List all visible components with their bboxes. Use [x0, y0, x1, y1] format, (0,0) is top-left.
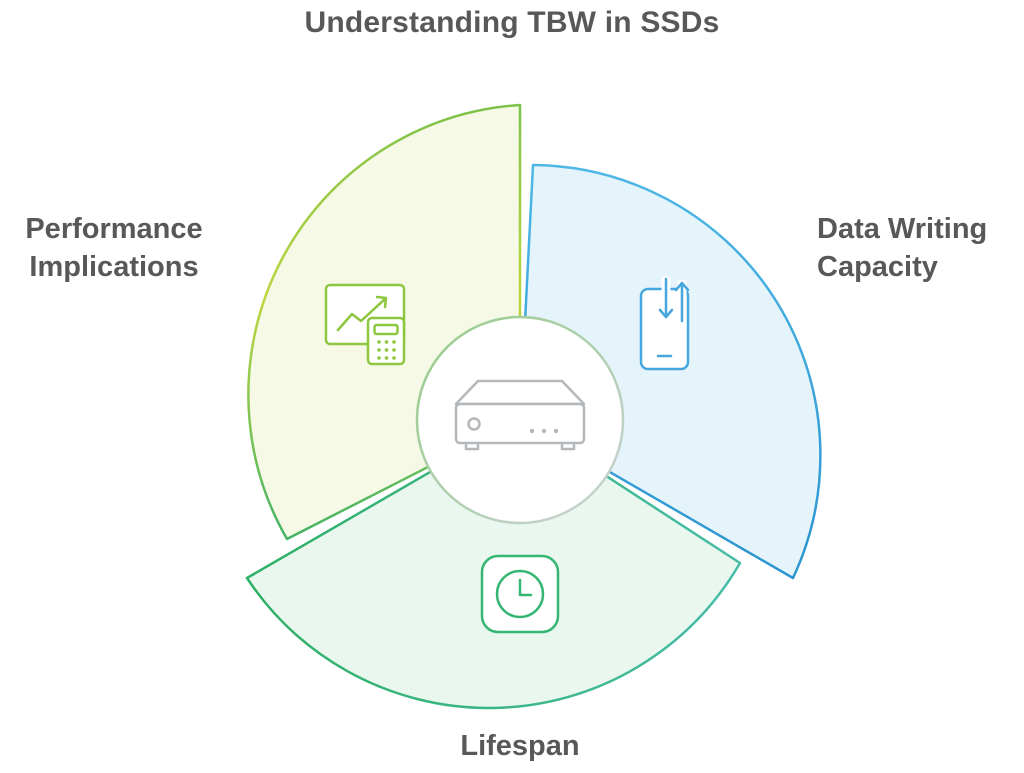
label-line: Performance: [25, 213, 203, 245]
clock-hands: [518, 578, 533, 597]
calculator-display: [373, 323, 399, 336]
label-line: Data Writing: [817, 213, 988, 245]
upload-arrow-head: [674, 281, 690, 292]
label-data-writing-capacity: Data Writing Capacity: [817, 210, 1017, 287]
segment-capacity: [518, 163, 822, 580]
clock-icon: [480, 554, 560, 634]
label-performance-implications: Performance Implications: [8, 210, 220, 287]
trend-arrowhead: [375, 295, 388, 309]
drive-top: [454, 379, 586, 406]
download-arrow-head: [658, 308, 674, 319]
drive-feet: [464, 441, 576, 451]
ssd-drive-icon: [454, 379, 586, 451]
chart-calculator-icon: [324, 283, 406, 366]
page-title: Understanding TBW in SSDs: [304, 6, 720, 39]
label-line: Implications: [29, 251, 199, 284]
label-lifespan: Lifespan: [420, 727, 620, 765]
label-line: Capacity: [817, 251, 938, 284]
label-line: Lifespan: [460, 730, 580, 762]
clock-face: [495, 569, 545, 619]
drive-knob: [467, 417, 481, 431]
calculator-keys: [377, 340, 396, 360]
drive-dots: [529, 428, 559, 434]
trend-line: [336, 297, 387, 332]
drive-body: [454, 402, 586, 445]
phone-data-transfer-icon: [639, 275, 690, 371]
